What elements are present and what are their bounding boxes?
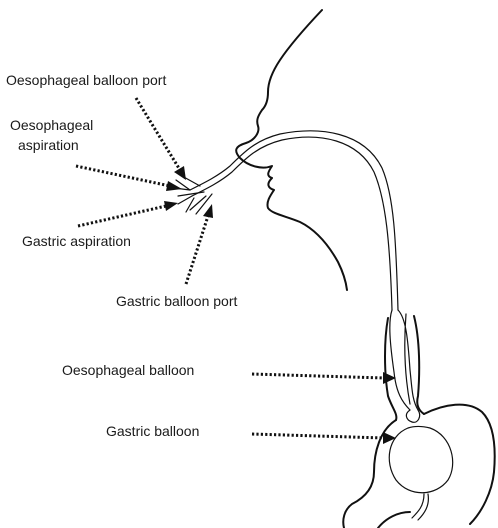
oesophageal-balloon-shape <box>390 310 418 410</box>
label-oesophageal-aspiration-line2: aspiration <box>18 137 79 153</box>
arrow-oesophageal-balloon <box>252 374 384 378</box>
arrow-oesophageal-aspiration <box>76 166 170 186</box>
tube-inner <box>192 137 392 310</box>
label-gastric-aspiration: Gastric aspiration <box>22 233 131 249</box>
arrowhead-gastric-balloon-port <box>203 204 213 218</box>
label-oesophageal-aspiration-line1: Oesophageal <box>10 117 93 133</box>
label-gastric-balloon: Gastric balloon <box>106 423 199 439</box>
tube-tip <box>412 494 428 520</box>
label-oesophageal-balloon-port: Oesophageal balloon port <box>6 72 166 88</box>
arrow-oesophageal-balloon-port <box>136 98 180 170</box>
label-gastric-balloon-port: Gastric balloon port <box>116 293 238 309</box>
arrowhead-gastric-balloon <box>383 432 396 444</box>
arrowhead-oesophageal-balloon-port <box>174 166 186 180</box>
face-profile <box>236 10 347 290</box>
arrow-gastric-balloon-port <box>186 216 208 284</box>
arrow-gastric-aspiration <box>78 206 166 226</box>
label-oesophageal-balloon: Oesophageal balloon <box>62 362 194 378</box>
oesophagus-right-wall <box>414 316 424 414</box>
gastric-balloon-shape <box>389 410 452 493</box>
arrowhead-gastric-aspiration <box>164 201 178 211</box>
arrow-gastric-balloon <box>252 434 384 438</box>
